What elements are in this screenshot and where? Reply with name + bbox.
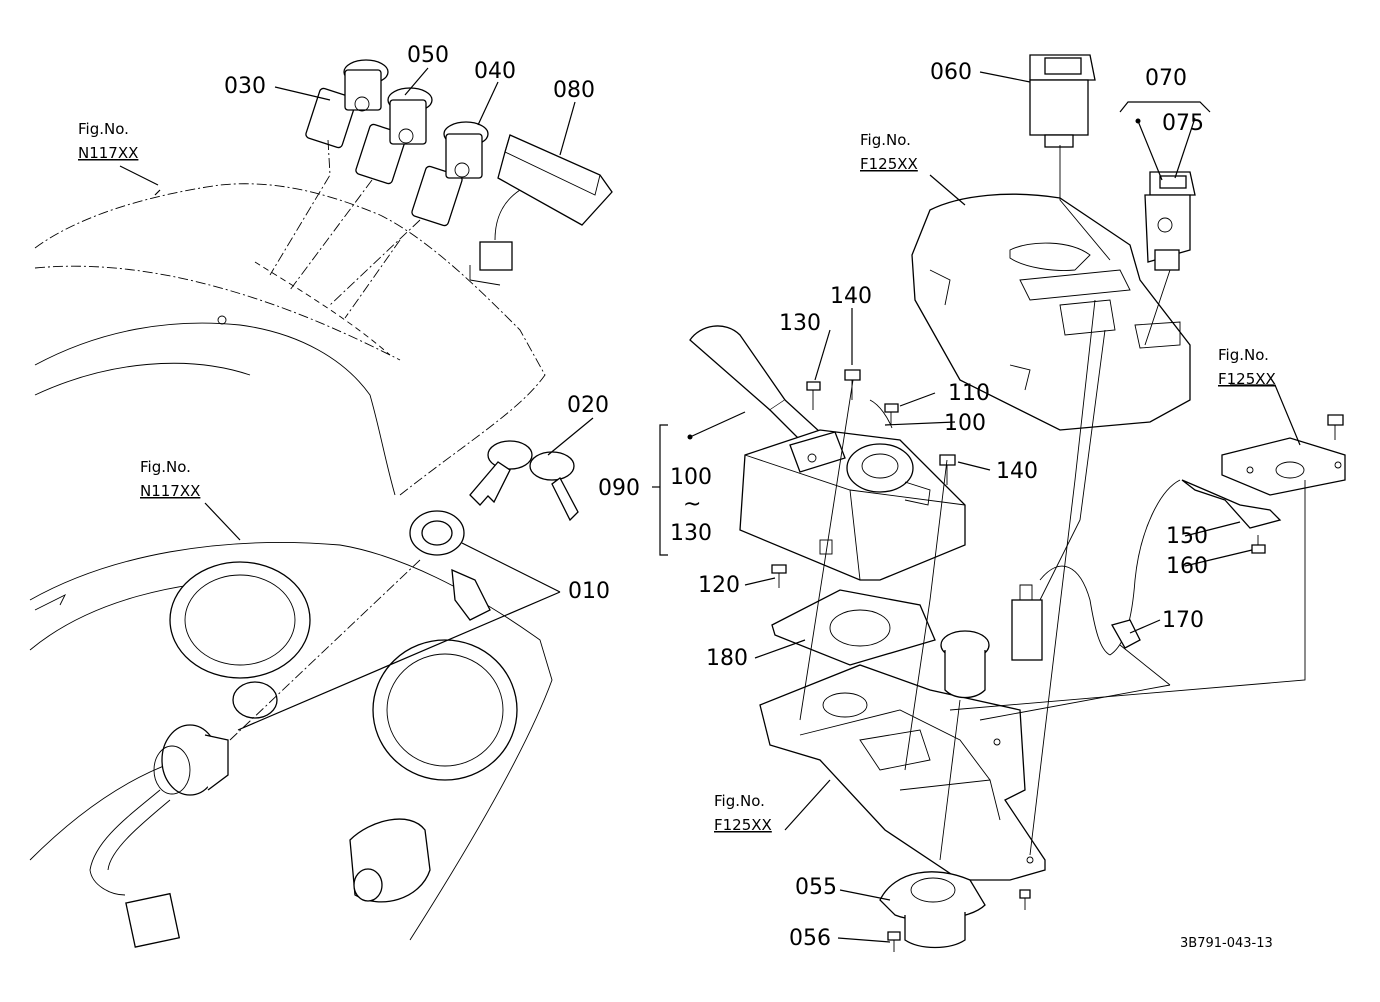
meter-panel (29, 542, 553, 941)
combination-switch-090 (689, 325, 966, 581)
grommet-010 (409, 510, 465, 556)
key-020 (469, 440, 579, 522)
label-120: 120 (698, 573, 740, 598)
label-100-range: 100 (670, 465, 712, 490)
switch-060 (1029, 54, 1096, 148)
label-170: 170 (1162, 608, 1204, 633)
fig-ref-n117-top: N117XX (78, 144, 138, 162)
label-140-top: 140 (830, 284, 872, 309)
label-060: 060 (930, 60, 972, 85)
socket-part (940, 630, 990, 699)
switch-leader-lines (269, 139, 501, 319)
label-160: 160 (1166, 554, 1208, 579)
label-055: 055 (795, 875, 837, 900)
connector-080 (479, 134, 613, 271)
fig-ref-label-2: Fig.No. (140, 458, 191, 476)
fig-ref-f125-top: F125XX (860, 155, 918, 173)
fig-ref-label-4: Fig.No. (1218, 346, 1269, 364)
part-number-labels: 030 050 040 080 020 010 060 070 075 130 … (224, 43, 1208, 951)
label-180: 180 (706, 646, 748, 671)
label-130-range: 130 (670, 521, 712, 546)
callout-lines (119, 67, 1301, 943)
upper-dash-panel (34, 183, 546, 496)
light-055 (879, 871, 986, 949)
fig-ref-f125-right: F125XX (1218, 370, 1276, 388)
label-080: 080 (553, 78, 595, 103)
label-030: 030 (224, 74, 266, 99)
switch-030 (305, 59, 389, 149)
label-100-right: 100 (944, 411, 986, 436)
label-040: 040 (474, 59, 516, 84)
screws-group (771, 369, 956, 588)
mounting-plate (759, 664, 1046, 881)
key-switch-harness (89, 559, 421, 948)
label-070: 070 (1145, 66, 1187, 91)
label-110: 110 (948, 381, 990, 406)
label-050: 050 (407, 43, 449, 68)
assembly-leader-lines (799, 145, 1306, 952)
label-130-top: 130 (779, 311, 821, 336)
label-090: 090 (598, 476, 640, 501)
label-020: 020 (567, 393, 609, 418)
label-075: 075 (1162, 111, 1204, 136)
gasket-180 (771, 589, 936, 666)
relay-part (1011, 584, 1043, 661)
fig-ref-label-5: Fig.No. (714, 792, 765, 810)
fig-ref-f125-bottom: F125XX (714, 816, 772, 834)
switch-040 (411, 121, 489, 227)
label-150: 150 (1166, 524, 1208, 549)
drawing-code: 3B791-043-13 (1180, 936, 1273, 951)
label-tilde: ~ (683, 492, 701, 517)
console-cover (911, 193, 1191, 431)
label-140-right: 140 (996, 459, 1038, 484)
sensor-150-harness (1039, 414, 1346, 656)
switch-050 (355, 87, 433, 185)
figure-references: Fig.No. N117XX Fig.No. N117XX Fig.No. F1… (78, 120, 1276, 834)
switch-075 (1144, 171, 1196, 271)
fig-ref-n117-mid: N117XX (140, 482, 200, 500)
label-010: 010 (568, 579, 610, 604)
fig-ref-label-1: Fig.No. (78, 120, 129, 138)
fig-ref-label-3: Fig.No. (860, 131, 911, 149)
label-056: 056 (789, 926, 831, 951)
